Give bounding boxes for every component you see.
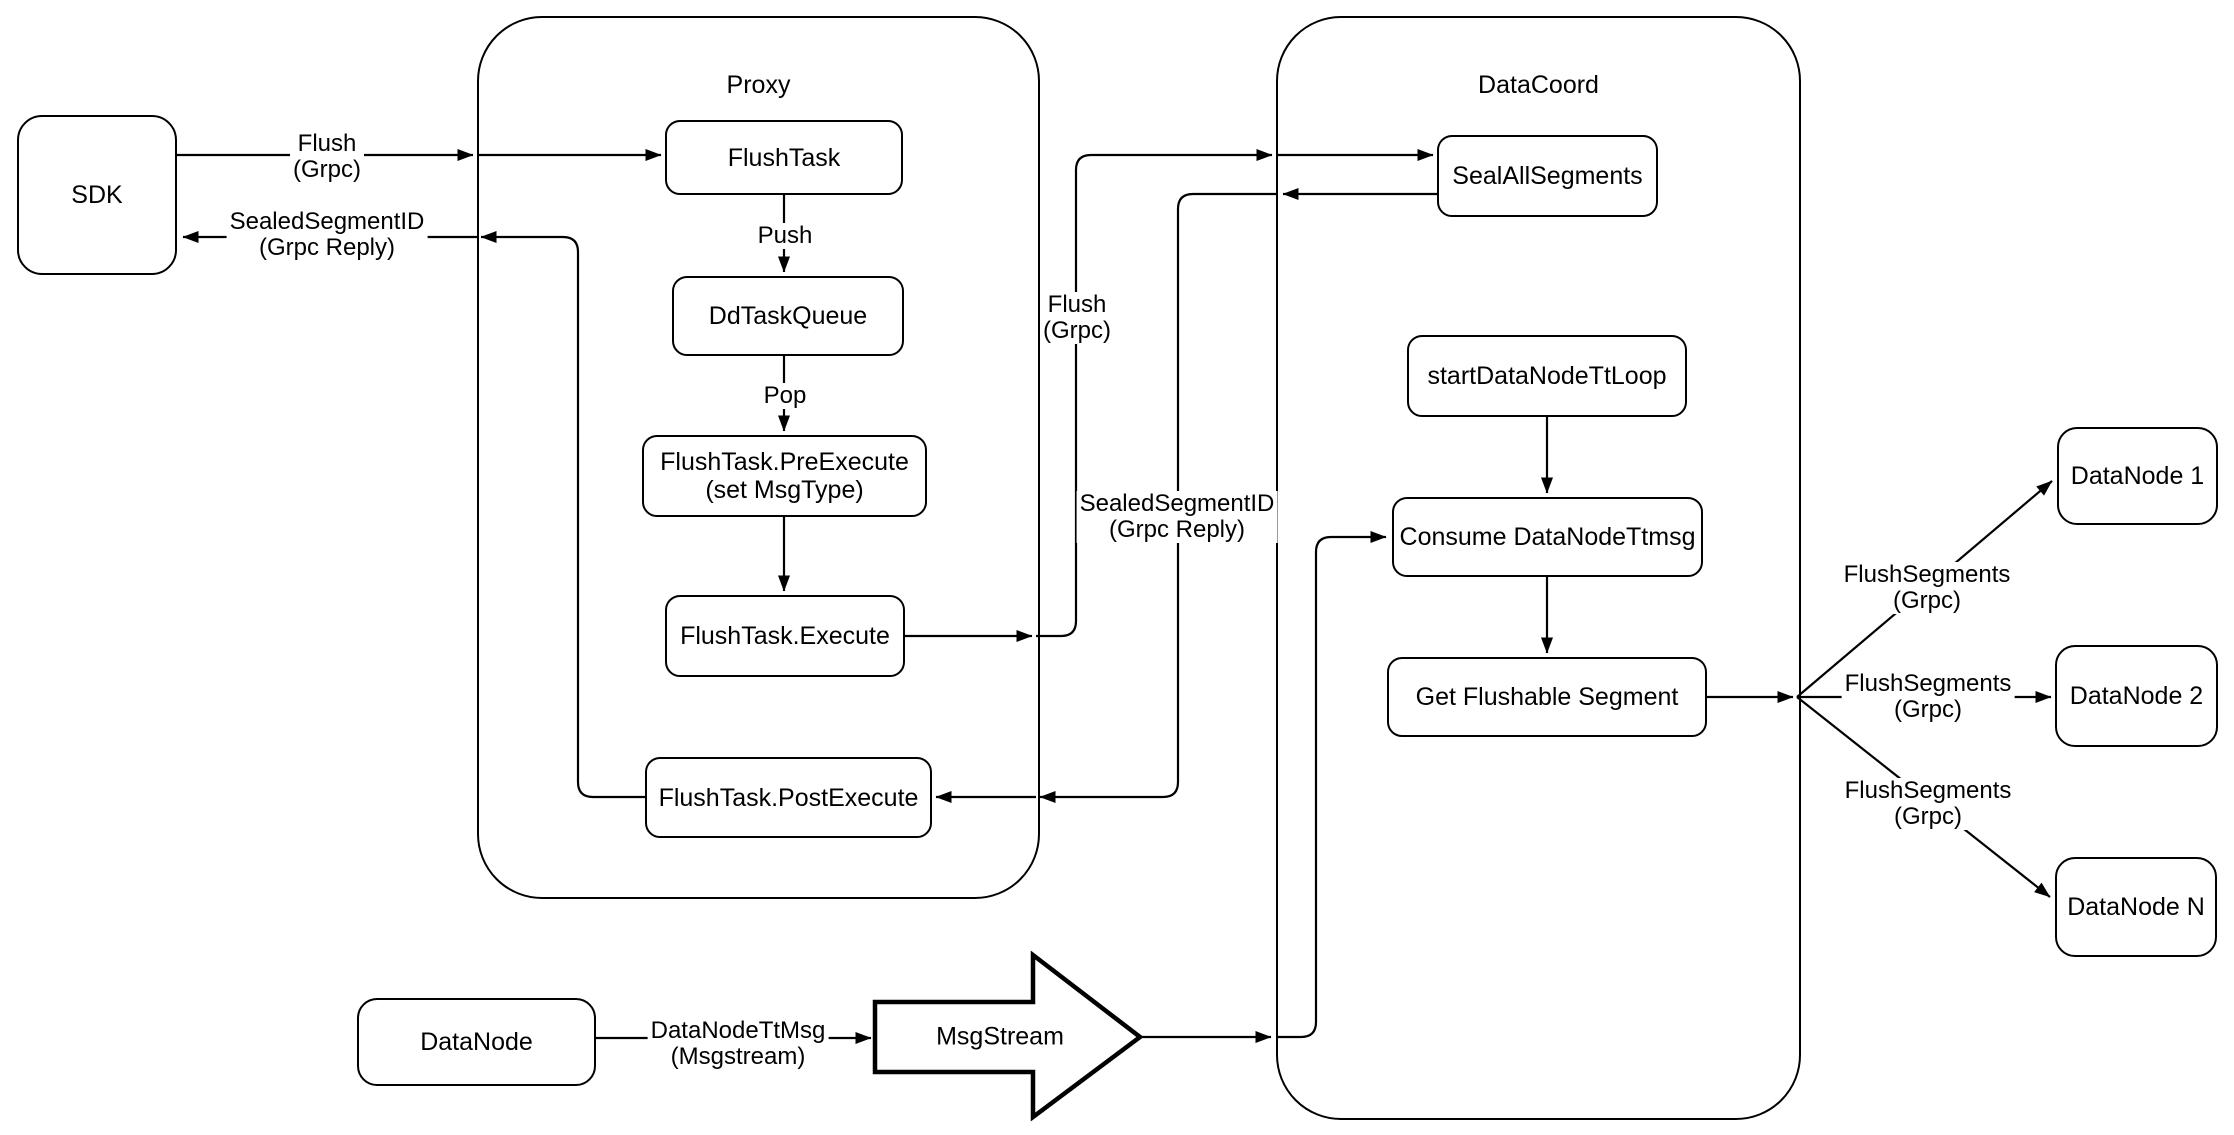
node-datanode-n: DataNode N xyxy=(2055,857,2217,957)
node-sealallsegments: SealAllSegments xyxy=(1437,135,1658,217)
node-startdatanodettloop: startDataNodeTtLoop xyxy=(1407,335,1687,417)
edge-label-sealedsegmentid-sdk: SealedSegmentID (Grpc Reply) xyxy=(226,209,428,261)
node-flushtask-execute: FlushTask.Execute xyxy=(665,595,905,677)
edge-label-flush-grpc-sdk: Flush (Grpc) xyxy=(290,131,364,183)
edge-label-flush-grpc-mid: Flush (Grpc) xyxy=(1040,292,1114,344)
proxy-container-title: Proxy xyxy=(726,71,791,99)
node-datanode-1: DataNode 1 xyxy=(2057,427,2218,525)
edge-msgstream-to-consume xyxy=(1276,531,1387,1039)
node-ddtaskqueue: DdTaskQueue xyxy=(672,276,904,356)
edge-label-flushsegments-2: FlushSegments (Grpc) xyxy=(1841,671,2015,723)
msgstream-label: MsgStream xyxy=(936,1022,1064,1051)
node-datanode-2: DataNode 2 xyxy=(2055,645,2218,747)
edge-flush-to-datacoord-border xyxy=(1036,149,1273,638)
node-consume-datanodettmsg: Consume DataNodeTtmsg xyxy=(1392,497,1703,577)
node-flushtask-postexecute: FlushTask.PostExecute xyxy=(645,757,932,838)
node-flushtask: FlushTask xyxy=(665,120,903,195)
node-flushtask-preexecute: FlushTask.PreExecute (set MsgType) xyxy=(642,435,927,517)
node-datanode: DataNode xyxy=(357,998,596,1086)
datacoord-container-title: DataCoord xyxy=(1478,71,1599,99)
node-get-flushable-segment: Get Flushable Segment xyxy=(1387,657,1707,737)
edge-label-datanodettmsg: DataNodeTtMsg (Msgstream) xyxy=(647,1018,829,1070)
edge-label-sealedsegmentid-mid: SealedSegmentID (Grpc Reply) xyxy=(1076,491,1278,543)
node-sdk: SDK xyxy=(17,115,177,275)
edge-postexecute-to-proxy-border xyxy=(480,231,645,799)
edge-label-pop: Pop xyxy=(760,383,810,409)
edge-label-push: Push xyxy=(754,223,816,249)
msgstream-arrow-shape xyxy=(872,950,1144,1122)
edge-label-flushsegments-3: FlushSegments (Grpc) xyxy=(1841,778,2015,830)
edge-label-flushsegments-1: FlushSegments (Grpc) xyxy=(1840,562,2014,614)
